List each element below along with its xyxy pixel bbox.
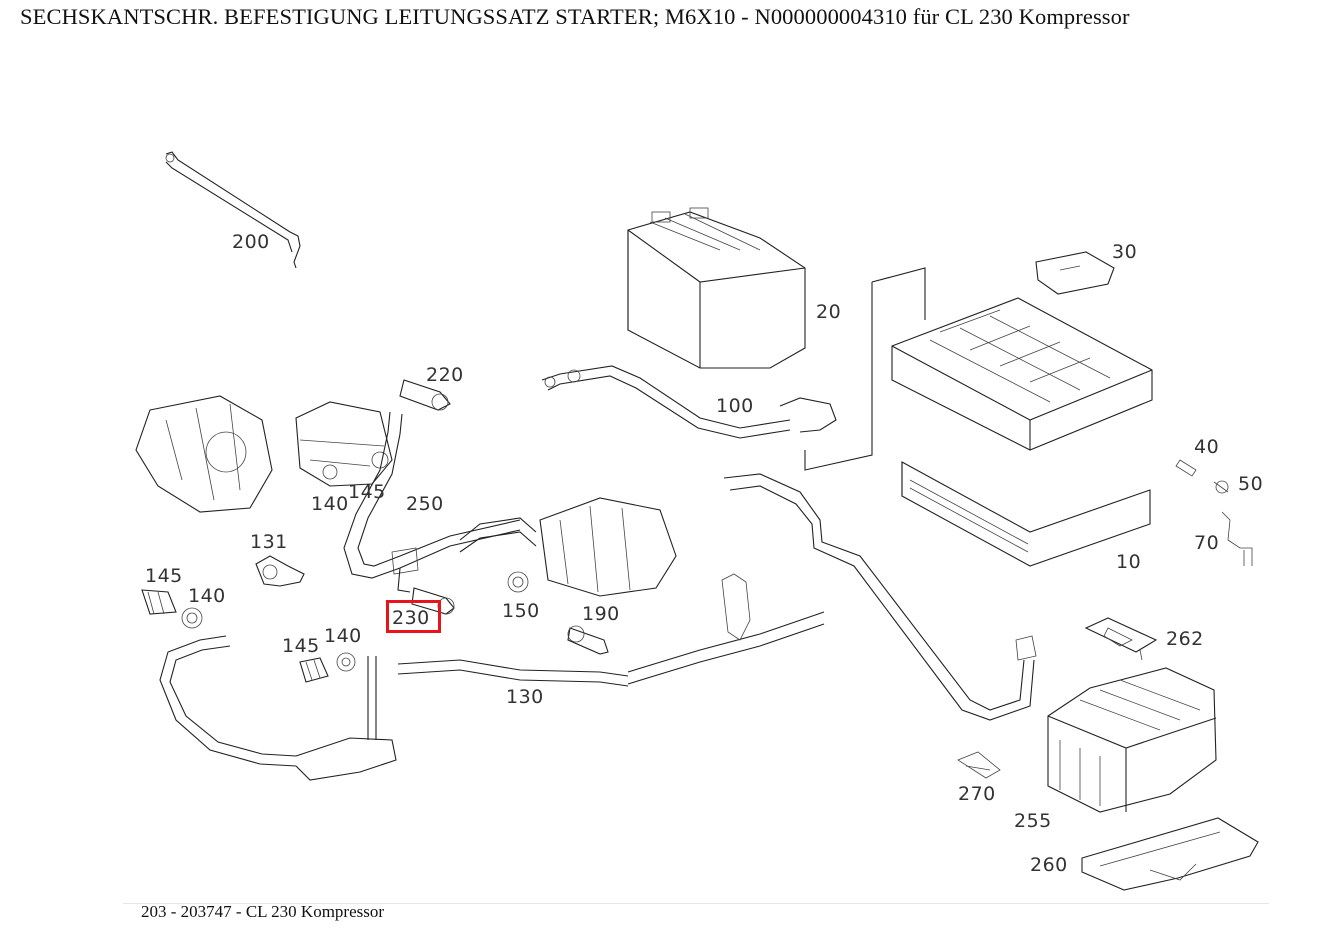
part-140-nut-lower[interactable]	[336, 652, 356, 672]
label-260[interactable]: 260	[1030, 854, 1068, 876]
part-190-bolt[interactable]	[567, 625, 609, 655]
part-starter[interactable]	[459, 497, 677, 597]
footer-caption: 203 - 203747 - CL 230 Kompressor	[141, 902, 385, 921]
part-131-terminal[interactable]	[255, 555, 305, 587]
highlight-box-230	[386, 600, 441, 633]
part-140-nut-left[interactable]	[181, 607, 203, 629]
label-145b[interactable]: 145	[145, 565, 183, 587]
label-130[interactable]: 130	[506, 686, 544, 708]
label-10[interactable]: 10	[1116, 551, 1141, 573]
label-230[interactable]: 230	[392, 607, 430, 629]
label-200[interactable]: 200	[232, 231, 270, 253]
label-140c[interactable]: 140	[324, 625, 362, 647]
label-145c[interactable]: 145	[282, 635, 320, 657]
label-270[interactable]: 270	[958, 783, 996, 805]
label-145a[interactable]: 145	[348, 481, 386, 503]
part-262-plate[interactable]	[1084, 617, 1158, 661]
part-30-cover[interactable]	[1035, 251, 1115, 295]
part-10-tray[interactable]	[901, 461, 1151, 567]
label-20[interactable]: 20	[816, 301, 841, 323]
part-starter-upper[interactable]	[295, 401, 393, 487]
label-262[interactable]: 262	[1166, 628, 1204, 650]
label-150[interactable]: 150	[502, 600, 540, 622]
part-260-cover[interactable]	[1081, 817, 1259, 891]
label-190[interactable]: 190	[582, 603, 620, 625]
part-130-cable[interactable]	[159, 573, 825, 781]
part-220-bolt[interactable]	[399, 379, 451, 411]
part-200-cable[interactable]	[165, 151, 301, 269]
label-250[interactable]: 250	[406, 493, 444, 515]
part-70-bracket[interactable]	[1221, 511, 1253, 566]
label-131[interactable]: 131	[250, 531, 288, 553]
part-battery-tray[interactable]	[891, 297, 1153, 451]
part-20-battery[interactable]	[627, 207, 806, 369]
part-100-cable[interactable]	[541, 365, 837, 439]
footer-divider	[123, 903, 1269, 904]
label-50[interactable]: 50	[1238, 473, 1263, 495]
label-100[interactable]: 100	[716, 395, 754, 417]
part-alternator[interactable]	[135, 395, 273, 513]
label-40[interactable]: 40	[1194, 436, 1219, 458]
part-40-screw[interactable]	[1175, 459, 1197, 477]
label-30[interactable]: 30	[1112, 241, 1137, 263]
label-140a[interactable]: 140	[311, 493, 349, 515]
part-right-cable[interactable]	[723, 473, 1037, 721]
page-title: SECHSKANTSCHR. BEFESTIGUNG LEITUNGSSATZ …	[20, 4, 1130, 29]
part-145-sleeve-left[interactable]	[141, 589, 177, 615]
label-140b[interactable]: 140	[188, 585, 226, 607]
part-270-clip[interactable]	[957, 751, 1001, 779]
part-255-fusebox[interactable]	[1047, 667, 1217, 813]
leader-bracket	[804, 267, 926, 471]
part-150-nut[interactable]	[507, 571, 529, 593]
label-70[interactable]: 70	[1194, 532, 1219, 554]
part-250-cable[interactable]	[343, 411, 521, 593]
part-145-sleeve-lower[interactable]	[299, 657, 329, 683]
part-50-nut[interactable]	[1213, 480, 1229, 494]
label-255[interactable]: 255	[1014, 810, 1052, 832]
label-220[interactable]: 220	[426, 364, 464, 386]
